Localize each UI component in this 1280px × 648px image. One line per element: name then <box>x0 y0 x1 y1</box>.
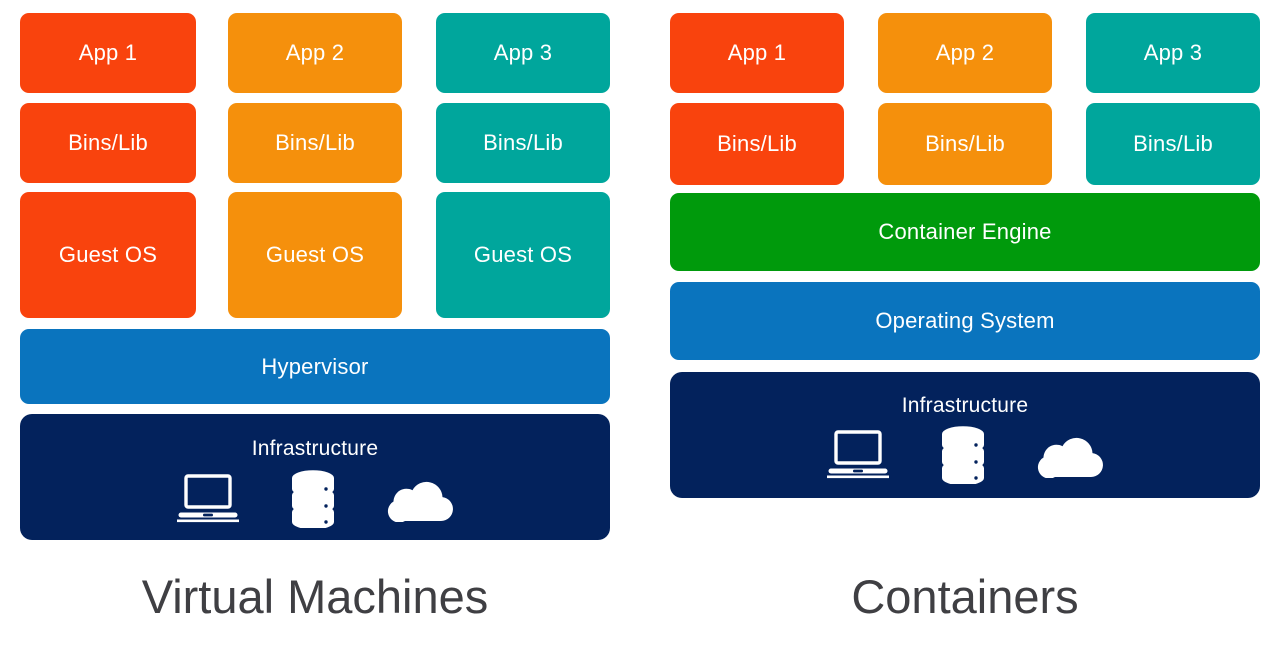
ct-bins-lib-2-label: Bins/Lib <box>925 131 1005 156</box>
vm-infrastructure-label: Infrastructure <box>251 437 379 460</box>
ct-bins-lib-1-label: Bins/Lib <box>717 131 797 156</box>
ct-infrastructure-icons <box>670 426 1260 484</box>
ct-bins-lib-1-box: Bins/Lib <box>670 103 844 185</box>
vm-app-2-box: App 2 <box>228 13 402 93</box>
vm-bins-lib-3-label: Bins/Lib <box>483 130 563 155</box>
vm-app-1-label: App 1 <box>78 40 138 65</box>
ct-bins-lib-3-box: Bins/Lib <box>1086 103 1260 185</box>
ct-app-1-label: App 1 <box>727 40 787 65</box>
ct-app-3-box: App 3 <box>1086 13 1260 93</box>
ct-app-3-label: App 3 <box>1143 40 1203 65</box>
laptop-icon <box>827 429 889 481</box>
database-icon <box>289 470 337 528</box>
vm-guest-os-3-box: Guest OS <box>436 192 610 318</box>
vm-bins-lib-2-box: Bins/Lib <box>228 103 402 183</box>
vm-app-1-box: App 1 <box>20 13 196 93</box>
ct-app-1-box: App 1 <box>670 13 844 93</box>
ct-app-2-box: App 2 <box>878 13 1052 93</box>
vm-hypervisor-label: Hypervisor <box>261 353 369 379</box>
ct-bins-lib-3-label: Bins/Lib <box>1133 131 1213 156</box>
vm-bins-lib-2-label: Bins/Lib <box>275 130 355 155</box>
laptop-icon <box>177 473 239 525</box>
ct-operating-system-bar: Operating System <box>670 282 1260 360</box>
vm-bins-lib-1-box: Bins/Lib <box>20 103 196 183</box>
ct-operating-system-label: Operating System <box>875 308 1055 333</box>
vm-caption: Virtual Machines <box>141 570 489 623</box>
containers-caption: Containers <box>851 570 1079 623</box>
cloud-icon <box>387 477 453 522</box>
vm-app-3-box: App 3 <box>436 13 610 93</box>
vm-guest-os-1-box: Guest OS <box>20 192 196 318</box>
vm-app-3-label: App 3 <box>493 40 553 65</box>
vm-guest-os-2-label: Guest OS <box>265 242 365 267</box>
ct-infrastructure-label: Infrastructure <box>901 394 1029 417</box>
vm-infrastructure-bar: Infrastructure <box>20 414 610 540</box>
vm-guest-os-1-label: Guest OS <box>58 242 158 267</box>
cloud-icon <box>1037 433 1103 478</box>
ct-container-engine-label: Container Engine <box>878 219 1052 244</box>
vm-guest-os-3-label: Guest OS <box>473 242 573 267</box>
vm-infrastructure-icons <box>20 470 610 528</box>
ct-container-engine-bar: Container Engine <box>670 193 1260 271</box>
vm-guest-os-2-box: Guest OS <box>228 192 402 318</box>
vm-hypervisor-bar: Hypervisor <box>20 329 610 404</box>
ct-bins-lib-2-box: Bins/Lib <box>878 103 1052 185</box>
database-icon <box>939 426 987 484</box>
vm-bins-lib-3-box: Bins/Lib <box>436 103 610 183</box>
ct-app-2-label: App 2 <box>935 40 995 65</box>
vm-app-2-label: App 2 <box>285 40 345 65</box>
vm-bins-lib-1-label: Bins/Lib <box>68 130 148 155</box>
ct-infrastructure-bar: Infrastructure <box>670 372 1260 498</box>
